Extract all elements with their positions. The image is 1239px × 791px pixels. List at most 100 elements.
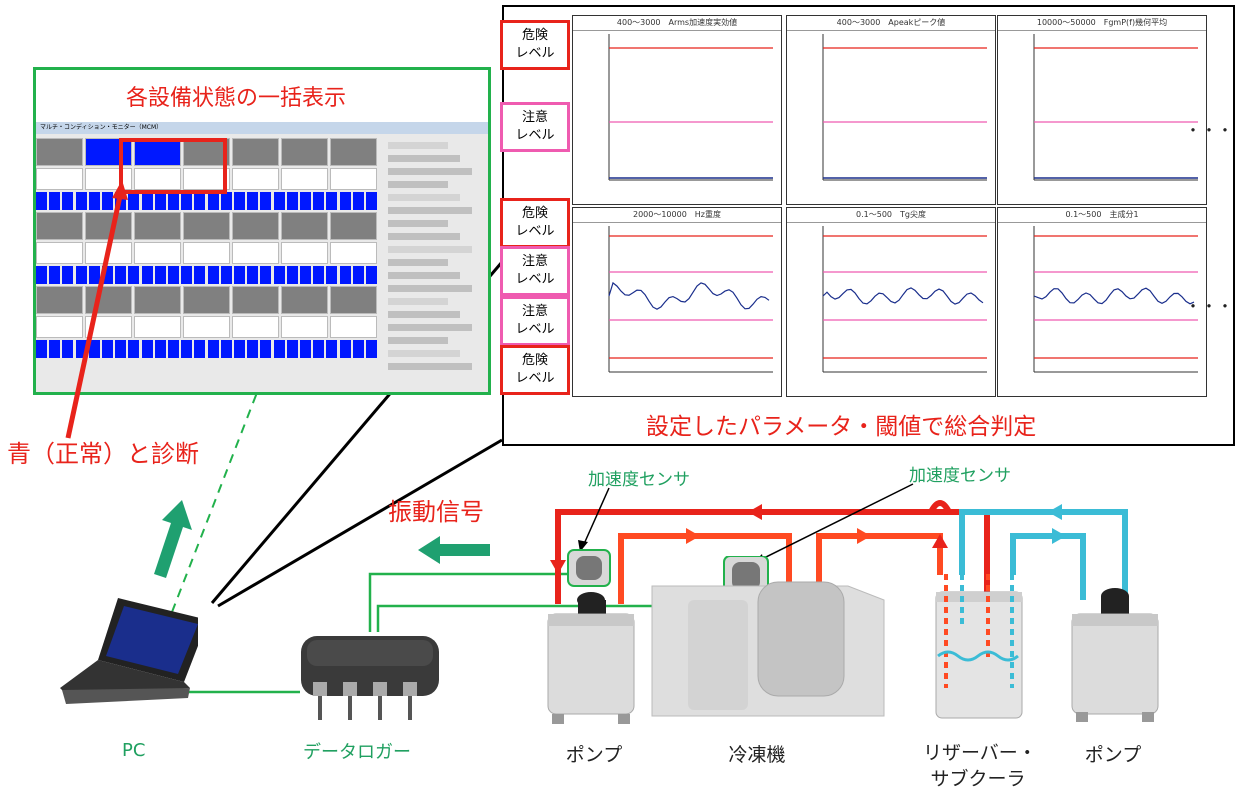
status-cell-normal (168, 266, 179, 284)
zoom-line-lower (217, 438, 503, 608)
status-cell-normal (154, 266, 166, 284)
pump-1-label: ポンプ (565, 744, 623, 766)
status-cell-empty (281, 316, 328, 338)
status-cell-empty (232, 316, 279, 338)
status-cell-normal (300, 266, 311, 284)
level-tag-line2: レベル (515, 128, 555, 143)
control-row (388, 259, 448, 266)
ellipsis-bottom: ・・・ (1185, 297, 1234, 316)
control-row (388, 207, 472, 214)
status-cell-normal (36, 192, 47, 210)
status-cell-normal (313, 340, 325, 358)
screen-link-dashed (171, 389, 259, 613)
status-cell-empty (232, 242, 279, 264)
status-cell-normal (49, 192, 61, 210)
status-cell-normal (326, 340, 338, 358)
status-cell-normal (234, 266, 245, 284)
status-cell-normal (339, 266, 351, 284)
level-tag-line1: 危険 (521, 28, 548, 43)
status-cell-normal (247, 266, 259, 284)
status-cell-normal (260, 340, 272, 358)
status-cell-empty (281, 168, 328, 190)
status-cell-normal (102, 192, 113, 210)
status-cell-normal (300, 192, 311, 210)
data-logger-icon (301, 636, 439, 720)
sensor-label-2: 加速度センサ (909, 466, 1011, 486)
status-cell-normal (168, 340, 179, 358)
status-cell-normal (326, 266, 338, 284)
status-cell-empty (85, 316, 132, 338)
level-tag-line1: 危険 (521, 206, 548, 221)
level-tag-line1: 注意 (521, 254, 548, 269)
pump-1-icon (547, 549, 635, 724)
reservoir-label-1: リザーバー・ (923, 742, 1037, 764)
status-cell-empty (134, 242, 181, 264)
level-tag-danger-b2: 危険 レベル (500, 345, 570, 395)
highlight-box (119, 138, 227, 194)
status-cell-normal (260, 266, 272, 284)
status-cell-empty (36, 316, 83, 338)
status-cell-normal (141, 340, 153, 358)
status-cell-normal (194, 340, 206, 358)
trend-panel-title: 0.1～500 主成分1 (998, 208, 1206, 223)
status-cell-empty (183, 316, 230, 338)
status-cell-normal (128, 340, 140, 358)
status-cell-idle (232, 212, 279, 240)
status-cell-normal (326, 192, 338, 210)
trend-panel-title: 400～3000 Arms加速度実効値 (573, 16, 781, 31)
status-cell-empty (36, 242, 83, 264)
status-cell-normal (141, 192, 153, 210)
status-cell-normal (75, 192, 87, 210)
status-cell-normal (339, 340, 351, 358)
control-row (388, 194, 460, 201)
control-row (388, 350, 460, 357)
status-cell-normal (181, 340, 193, 358)
normal-diagnosis-label: 青（正常）と診断 (7, 440, 199, 468)
status-cell-normal (194, 266, 206, 284)
status-cell-normal (128, 266, 140, 284)
status-cell-normal (207, 266, 219, 284)
status-cell-idle (183, 212, 230, 240)
level-tag-line2: レベル (515, 224, 555, 239)
status-cell-normal (273, 340, 285, 358)
status-cell-normal (366, 266, 377, 284)
control-row (388, 155, 460, 162)
status-cell-normal (62, 340, 74, 358)
level-tag-danger-b1: 危険 レベル (500, 198, 570, 248)
trend-panel-plot (1033, 226, 1198, 373)
status-cell-idle (85, 286, 132, 314)
control-row (388, 233, 460, 240)
status-cell-idle (183, 286, 230, 314)
status-cell-empty (134, 168, 181, 190)
chiller-label: 冷凍機 (728, 744, 786, 766)
mcm-window-titlebar: マルチ・コンディション・モニター（MCM） (36, 122, 488, 134)
status-cell-empty (330, 242, 377, 264)
trend-panel-plot (608, 34, 773, 181)
upload-arrow-icon (154, 500, 192, 578)
trend-panel: 10000～50000 FgmP(f)幾何平均 (997, 15, 1207, 205)
trend-panel: 400～3000 Apeakピーク値 (786, 15, 996, 205)
pipe-cyan-1 (959, 509, 1128, 600)
status-cell-idle (281, 138, 328, 166)
status-cell-normal (273, 266, 285, 284)
status-cell-normal (207, 340, 219, 358)
status-cell-normal (313, 192, 325, 210)
status-cell-normal (300, 340, 311, 358)
status-cell-normal (313, 266, 325, 284)
pipe-cyan-2 (1010, 533, 1086, 600)
status-cell-normal (286, 192, 298, 210)
mcm-control-panel (386, 138, 486, 388)
trend-panel: 400～3000 Arms加速度実効値 (572, 15, 782, 205)
control-row (388, 246, 472, 253)
status-cell-normal (366, 192, 377, 210)
status-cell-idle (330, 138, 377, 166)
ellipsis-top: ・・・ (1185, 121, 1234, 140)
status-cell-normal (339, 192, 351, 210)
trend-panel-title: 10000～50000 FgmP(f)幾何平均 (998, 16, 1206, 31)
status-cell-idle (36, 212, 83, 240)
level-tag-danger-top: 危険 レベル (500, 20, 570, 70)
status-cell-normal (273, 192, 285, 210)
status-cell-normal (207, 192, 219, 210)
status-cell-idle (36, 138, 83, 166)
